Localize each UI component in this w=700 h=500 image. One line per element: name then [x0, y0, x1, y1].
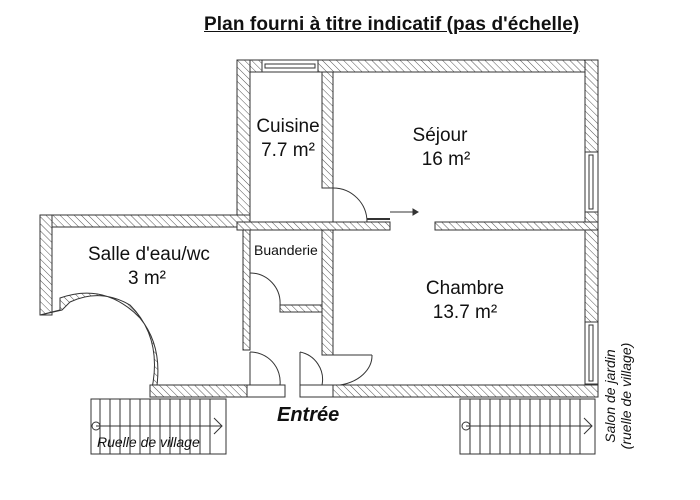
entrance-label: Entrée — [277, 404, 340, 426]
room-name: Séjour — [412, 125, 468, 146]
walls — [39, 59, 599, 398]
room-name: Chambre — [425, 278, 505, 299]
room-cuisine: Cuisine 7.7 m² — [252, 115, 324, 163]
room-buanderie: Buanderie — [254, 242, 318, 258]
salon-line-2: (ruelle de village) — [618, 342, 634, 450]
room-area: 16 m² — [421, 149, 471, 170]
stairs-left — [90, 398, 227, 455]
room-sejour: Séjour 16 m² — [400, 124, 480, 172]
page-title: Plan fourni à titre indicatif (pas d'éch… — [204, 14, 580, 35]
ruelle-label: Ruelle de village — [97, 434, 200, 450]
stairs-right — [459, 398, 596, 455]
room-salle-eau: Salle d'eau/wc 3 m² — [88, 243, 210, 291]
room-name: Cuisine — [256, 116, 320, 137]
doors — [246, 187, 419, 398]
salon-line-1: Salon de jardin — [602, 349, 618, 443]
room-area: 13.7 m² — [432, 302, 498, 323]
room-area: 3 m² — [128, 268, 166, 289]
room-area: 7.7 m² — [261, 140, 315, 161]
room-chambre: Chambre 13.7 m² — [415, 277, 515, 325]
room-name: Salle d'eau/wc — [88, 244, 210, 265]
salon-jardin-label: Salon de jardin (ruelle de village) — [602, 326, 634, 466]
windows — [261, 59, 599, 385]
